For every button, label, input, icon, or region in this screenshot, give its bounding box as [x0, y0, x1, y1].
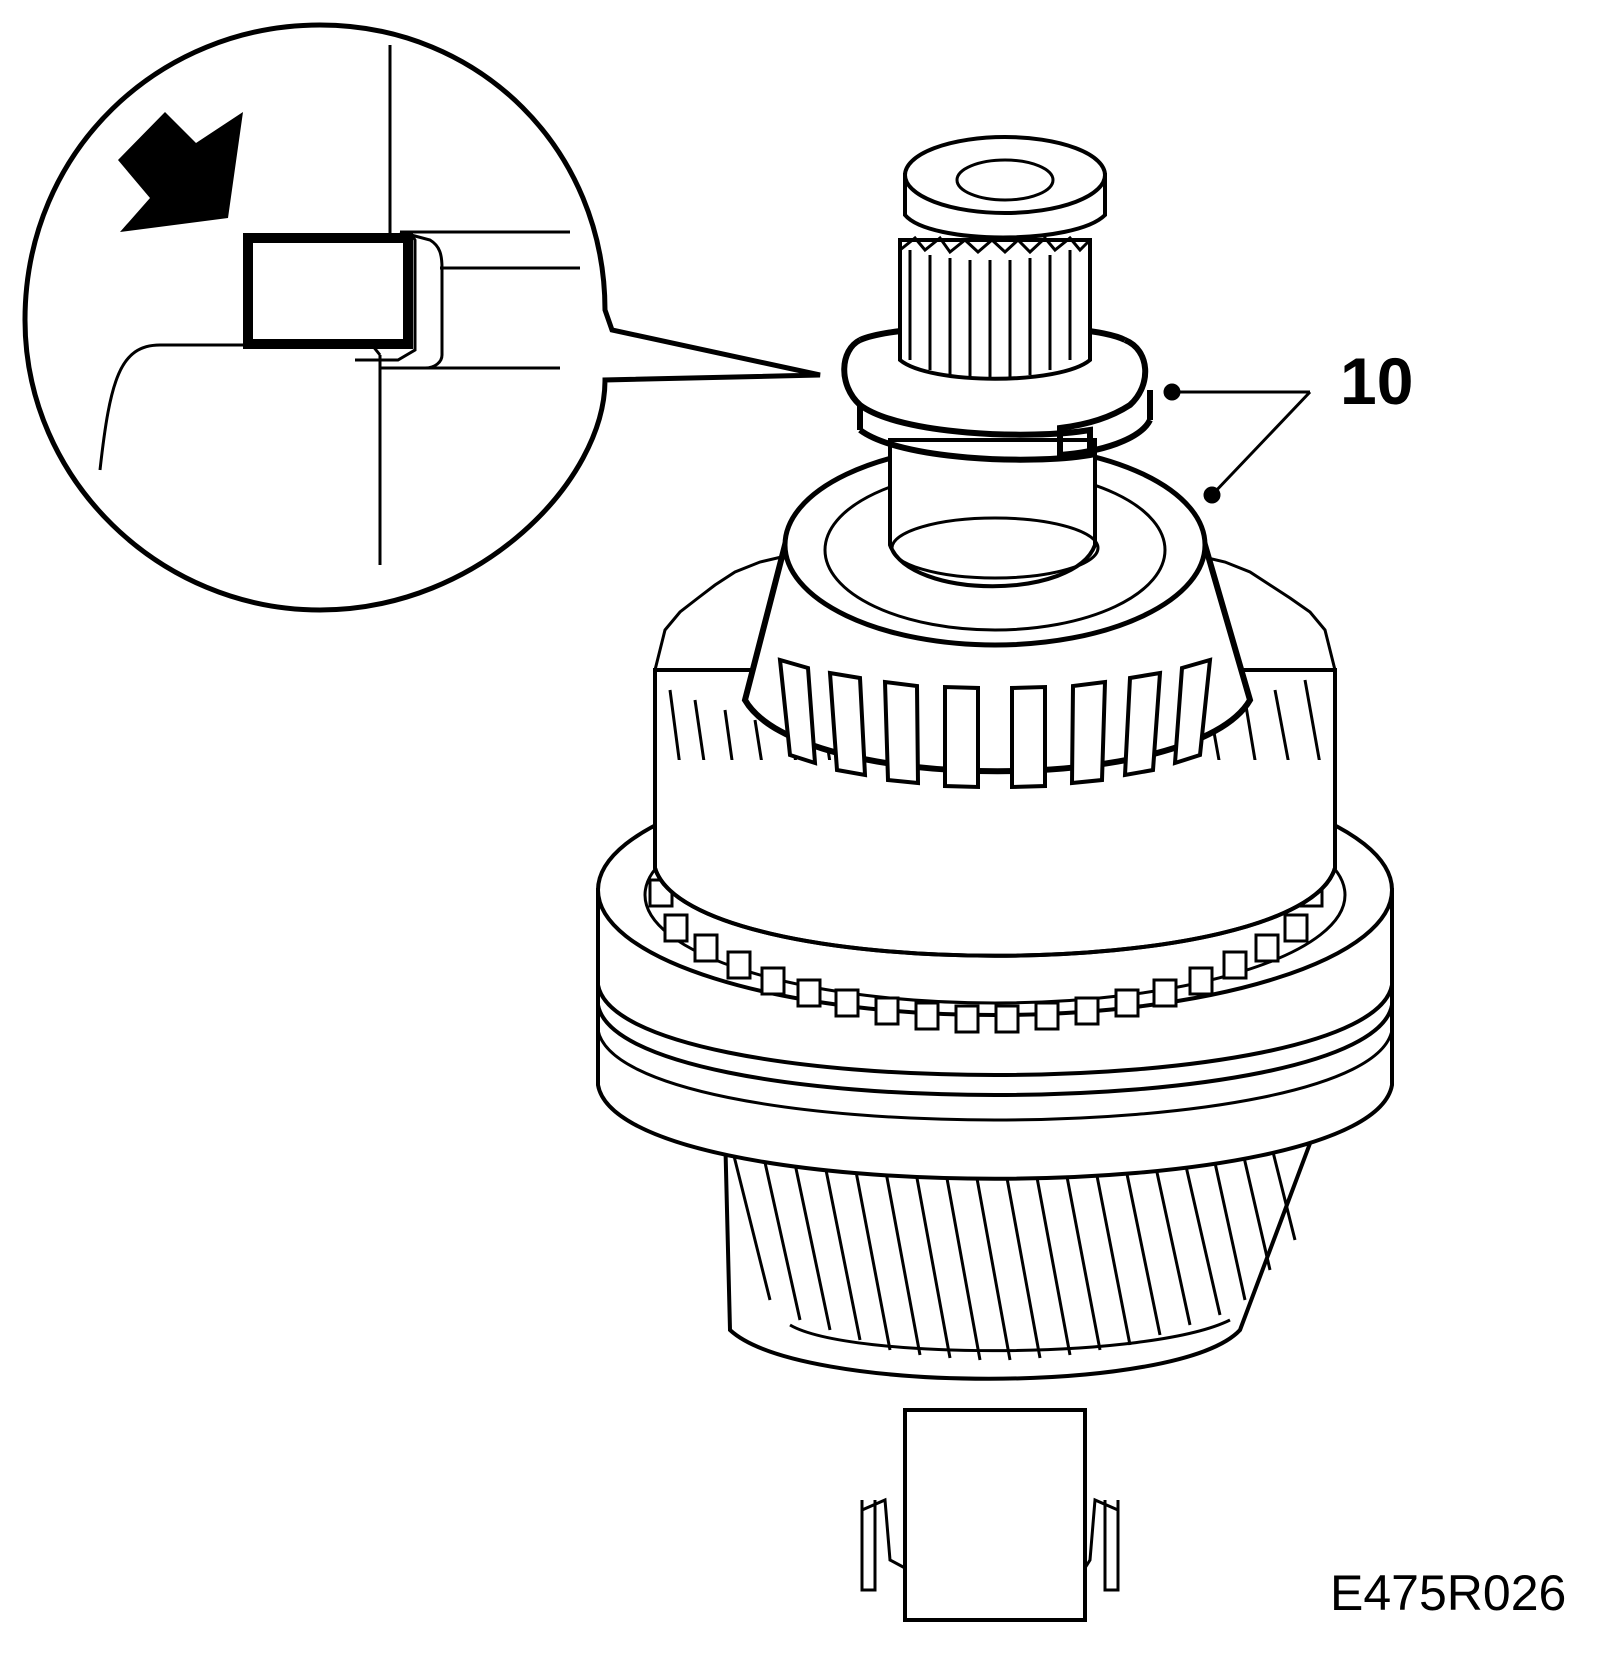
splined-shaft-end: [898, 135, 1107, 381]
inset-outline: [22, 22, 821, 613]
detail-inset: [22, 22, 821, 613]
callout-leader: [1163, 383, 1312, 504]
main-shaft: [888, 438, 1100, 589]
leader-dot-lower: [1203, 486, 1221, 504]
direction-arrow-icon: [118, 112, 243, 232]
shaft-assembly: [596, 135, 1394, 1622]
lower-helical-gear: [722, 1128, 1318, 1381]
lower-shaft-end: [860, 1408, 1120, 1622]
retaining-ring-section: [243, 233, 413, 349]
figure-code: E475R026: [1330, 1565, 1567, 1621]
callout-number: 10: [1340, 344, 1414, 418]
bearing-rollers: [777, 657, 1213, 790]
leader-dot-upper: [1163, 383, 1181, 401]
